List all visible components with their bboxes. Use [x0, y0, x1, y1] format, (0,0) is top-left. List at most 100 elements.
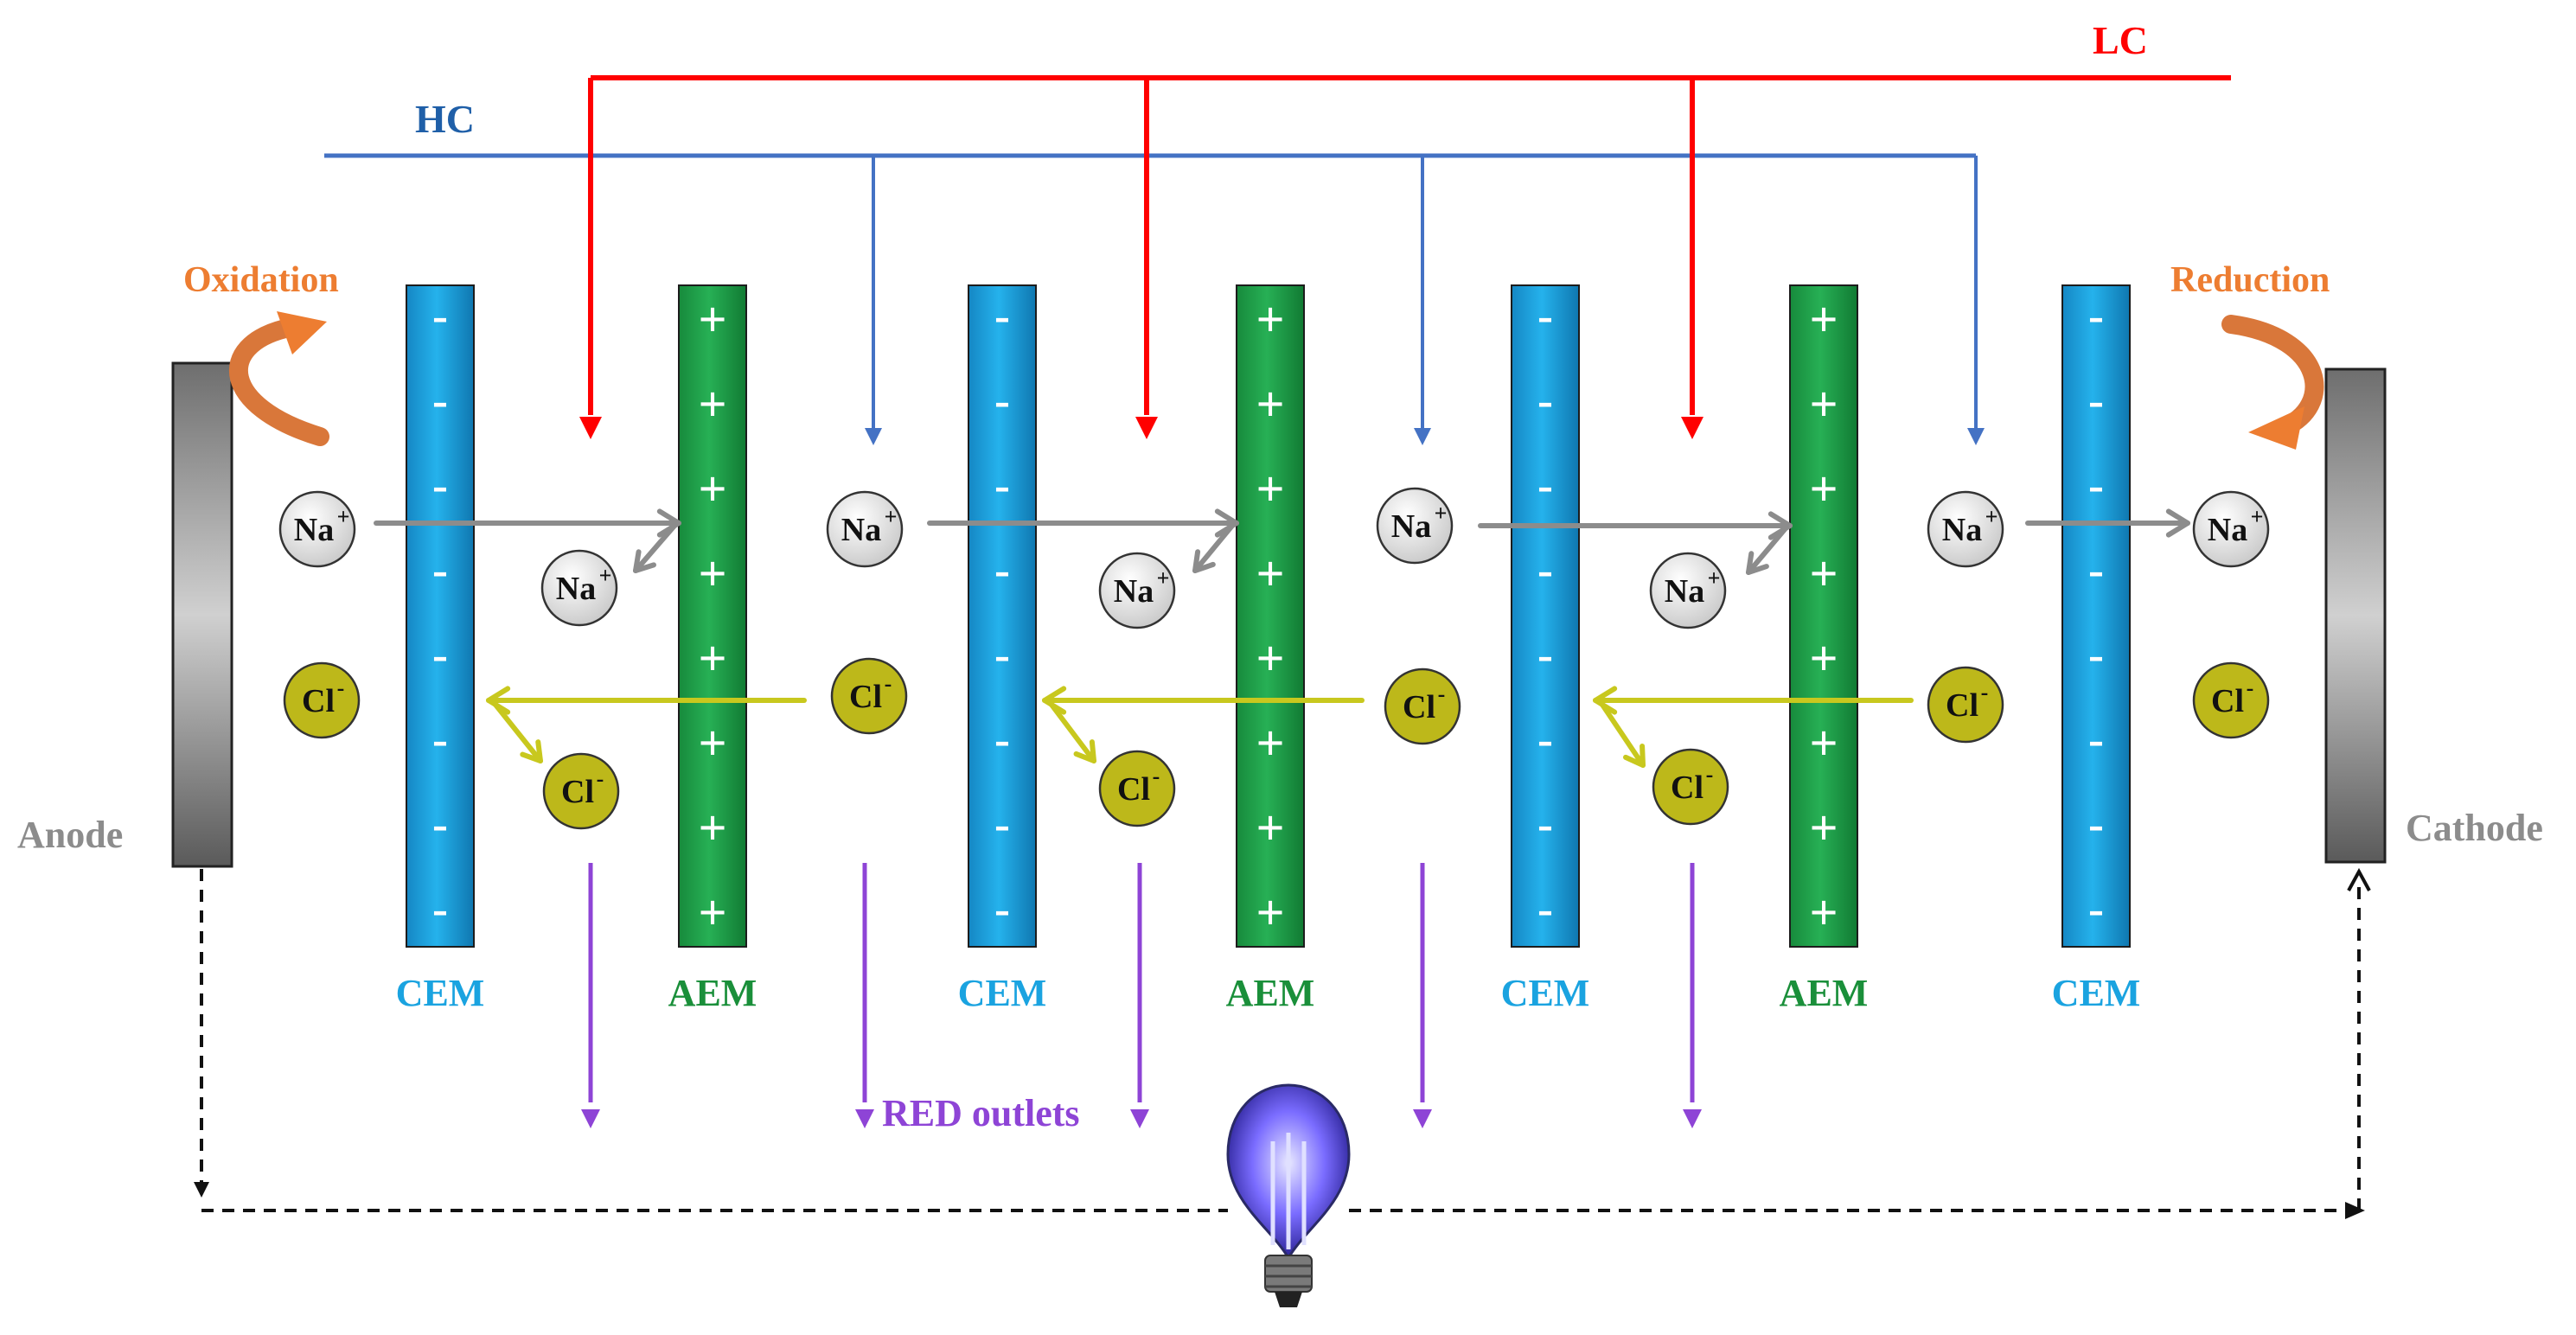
cl-transport-arrow	[1593, 686, 1914, 715]
na-transport-arrow	[927, 508, 1239, 538]
membrane-body	[1789, 284, 1858, 948]
membrane-charge-sign: -	[1537, 544, 1553, 596]
cl-ion-circle	[1384, 668, 1461, 745]
membrane-charge-sign: +	[1256, 291, 1284, 348]
membrane-charge-sign: -	[1537, 290, 1553, 342]
na-ion-symbol: Na	[1665, 573, 1704, 610]
membrane-charge-sign: -	[2088, 713, 2104, 765]
cl-ion-circle	[2192, 661, 2270, 739]
reduction-label: Reduction	[2170, 260, 2330, 300]
membrane-charge-sign: -	[2088, 544, 2104, 596]
membrane-charge-sign: -	[994, 459, 1010, 511]
na-deflect-arrow-head	[633, 549, 656, 573]
membrane-charge-sign: +	[698, 630, 726, 687]
anode-wire-arrowhead	[194, 1182, 209, 1198]
cathode-label: Cathode	[2406, 807, 2543, 849]
na-ion-charge: +	[885, 504, 898, 529]
membrane-charge-sign: +	[698, 291, 726, 348]
na-ion-charge: +	[2251, 504, 2264, 529]
cl-deflect-arrow	[493, 702, 543, 763]
na-ion-symbol: Na	[841, 512, 881, 548]
cl-ion: Cl-	[283, 661, 361, 739]
outlet-arrowhead	[855, 1109, 874, 1128]
membrane-charge-sign: +	[698, 800, 726, 856]
membrane-charge-sign: -	[1537, 629, 1553, 680]
membrane-charge-sign: -	[432, 629, 448, 680]
membrane-charge-sign: +	[1809, 800, 1838, 856]
membrane-charge-sign: -	[994, 883, 1010, 935]
membrane-body	[1236, 284, 1305, 948]
cem-membrane: --------CEM	[1501, 284, 1590, 1014]
membrane-charge-sign: -	[432, 544, 448, 596]
membrane-charge-sign: +	[698, 546, 726, 602]
cl-ion: Cl-	[1384, 668, 1461, 745]
cem-membrane: --------CEM	[2052, 284, 2141, 1014]
membrane-label: CEM	[1501, 972, 1590, 1014]
membrane-charge-sign: +	[1256, 715, 1284, 771]
membrane-charge-sign: -	[1537, 374, 1553, 426]
membrane-charge-sign: +	[1809, 546, 1838, 602]
membrane-charge-sign: +	[1809, 291, 1838, 348]
lc-feed-arrowhead	[1135, 417, 1158, 439]
membrane-charge-sign: -	[432, 290, 448, 342]
cl-deflect-arrow-shaft	[493, 702, 543, 763]
cl-transport-arrow	[486, 686, 807, 715]
cl-deflect-arrow-head	[1622, 744, 1646, 768]
na-deflect-arrow-shaft	[1192, 523, 1235, 573]
na-ion-circle	[1376, 487, 1454, 565]
membrane-charge-sign: -	[2088, 290, 2104, 342]
hc-feed-arrowhead	[865, 428, 882, 445]
cem-membrane: --------CEM	[396, 284, 484, 1014]
membrane-body	[2061, 284, 2131, 948]
membrane-charge-sign: +	[698, 885, 726, 941]
cl-ion-symbol: Cl	[1946, 687, 1978, 724]
membrane-charge-sign: -	[2088, 798, 2104, 850]
membranes: - - - - - - - - CEM + + + + + + + + AEM - - - - - - - - CEM + + + + + + +…	[171, 284, 2387, 1014]
na-ion-charge: +	[1435, 501, 1448, 526]
membrane-label: CEM	[2052, 972, 2141, 1014]
na-ion-charge: +	[599, 563, 612, 588]
membrane-body	[968, 284, 1037, 948]
membrane-charge-sign: +	[1256, 376, 1284, 432]
membrane-label: AEM	[668, 972, 757, 1014]
na-ion-symbol: Na	[2208, 512, 2247, 548]
aem-membrane: ++++++++AEM	[1226, 284, 1314, 1014]
membrane-charge-sign: +	[1256, 461, 1284, 517]
labels: LC HC Oxidation Reduction Anode Cathode …	[17, 18, 2543, 1134]
na-transport-arrow-head	[656, 508, 681, 538]
aem-membrane: ++++++++AEM	[1780, 284, 1868, 1014]
cl-ion: Cl-	[1098, 750, 1176, 827]
cl-deflect-arrow	[1600, 702, 1646, 768]
cl-ion-charge: -	[1438, 681, 1446, 706]
cl-ion-charge: -	[1706, 762, 1714, 787]
membrane-charge-sign: -	[2088, 629, 2104, 680]
cl-ion-circle	[283, 661, 361, 739]
membrane-charge-sign: +	[1256, 885, 1284, 941]
na-transport-arrow	[1478, 511, 1793, 540]
cl-deflect-arrow-shaft	[1049, 702, 1096, 763]
cathode-electrode	[2324, 367, 2387, 864]
cl-ion: Cl-	[1927, 666, 2004, 744]
membrane-charge-sign: +	[1809, 376, 1838, 432]
bulb-base-threads	[1265, 1264, 1312, 1288]
cl-ion-symbol: Cl	[1403, 689, 1435, 725]
na-ion: Na+	[1376, 487, 1454, 565]
membrane-charge-sign: -	[432, 459, 448, 511]
na-ion-symbol: Na	[1942, 512, 1982, 548]
na-ion-circle	[826, 490, 904, 568]
na-ion-circle	[278, 490, 356, 568]
na-ion-charge: +	[337, 504, 350, 529]
cl-ion-circle	[830, 657, 908, 735]
na-ion-symbol: Na	[556, 571, 596, 607]
na-ion-circle	[1649, 552, 1727, 629]
membrane-charge-sign: +	[698, 715, 726, 771]
cl-transport-arrow	[1042, 686, 1365, 715]
na-deflect-arrow-shaft	[633, 523, 677, 573]
na-ion-charge: +	[1985, 504, 1998, 529]
membrane-charge-sign: +	[698, 376, 726, 432]
na-ion-circle	[540, 549, 618, 627]
cl-ion: Cl-	[1652, 748, 1729, 826]
cl-ion-charge: -	[2247, 675, 2254, 700]
aem-membrane: ++++++++AEM	[668, 284, 757, 1014]
